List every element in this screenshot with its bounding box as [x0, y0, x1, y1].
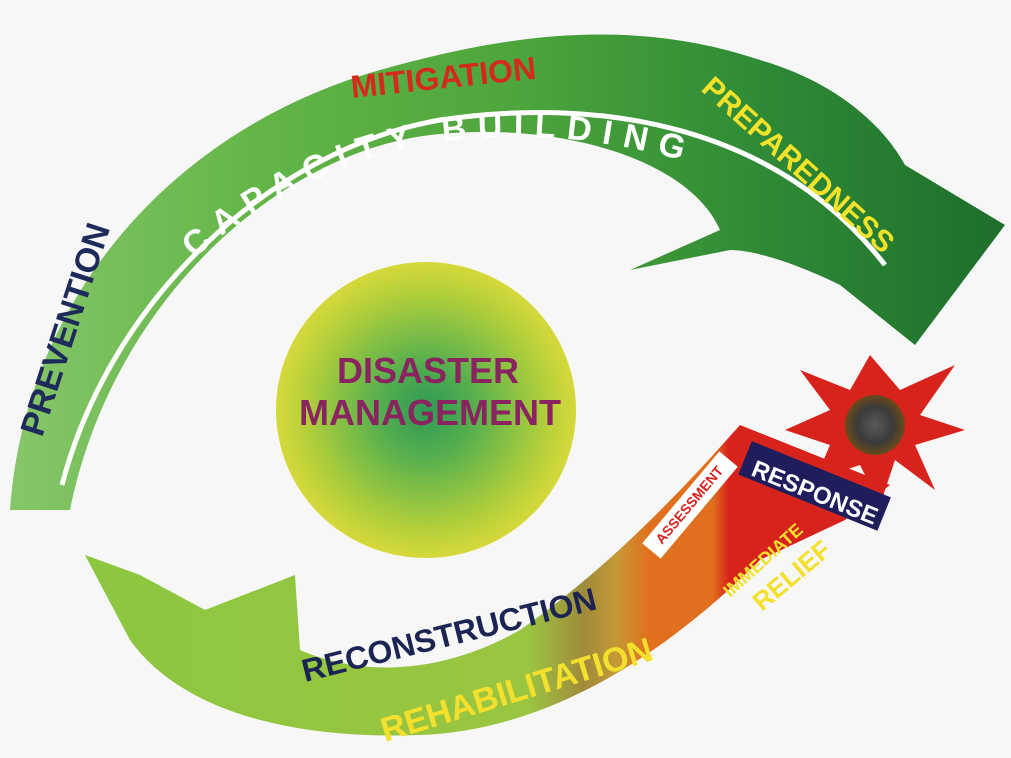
center-title-line2: MANAGEMENT	[299, 392, 561, 433]
upper-arc-white-line	[59, 110, 887, 486]
assessment-banner	[642, 451, 738, 559]
response-banner	[738, 441, 891, 531]
upper-arc-arrow	[10, 34, 1005, 511]
center-disk	[276, 262, 576, 558]
explosion-core	[845, 395, 905, 455]
center-title-line1: DISASTER	[337, 350, 519, 391]
